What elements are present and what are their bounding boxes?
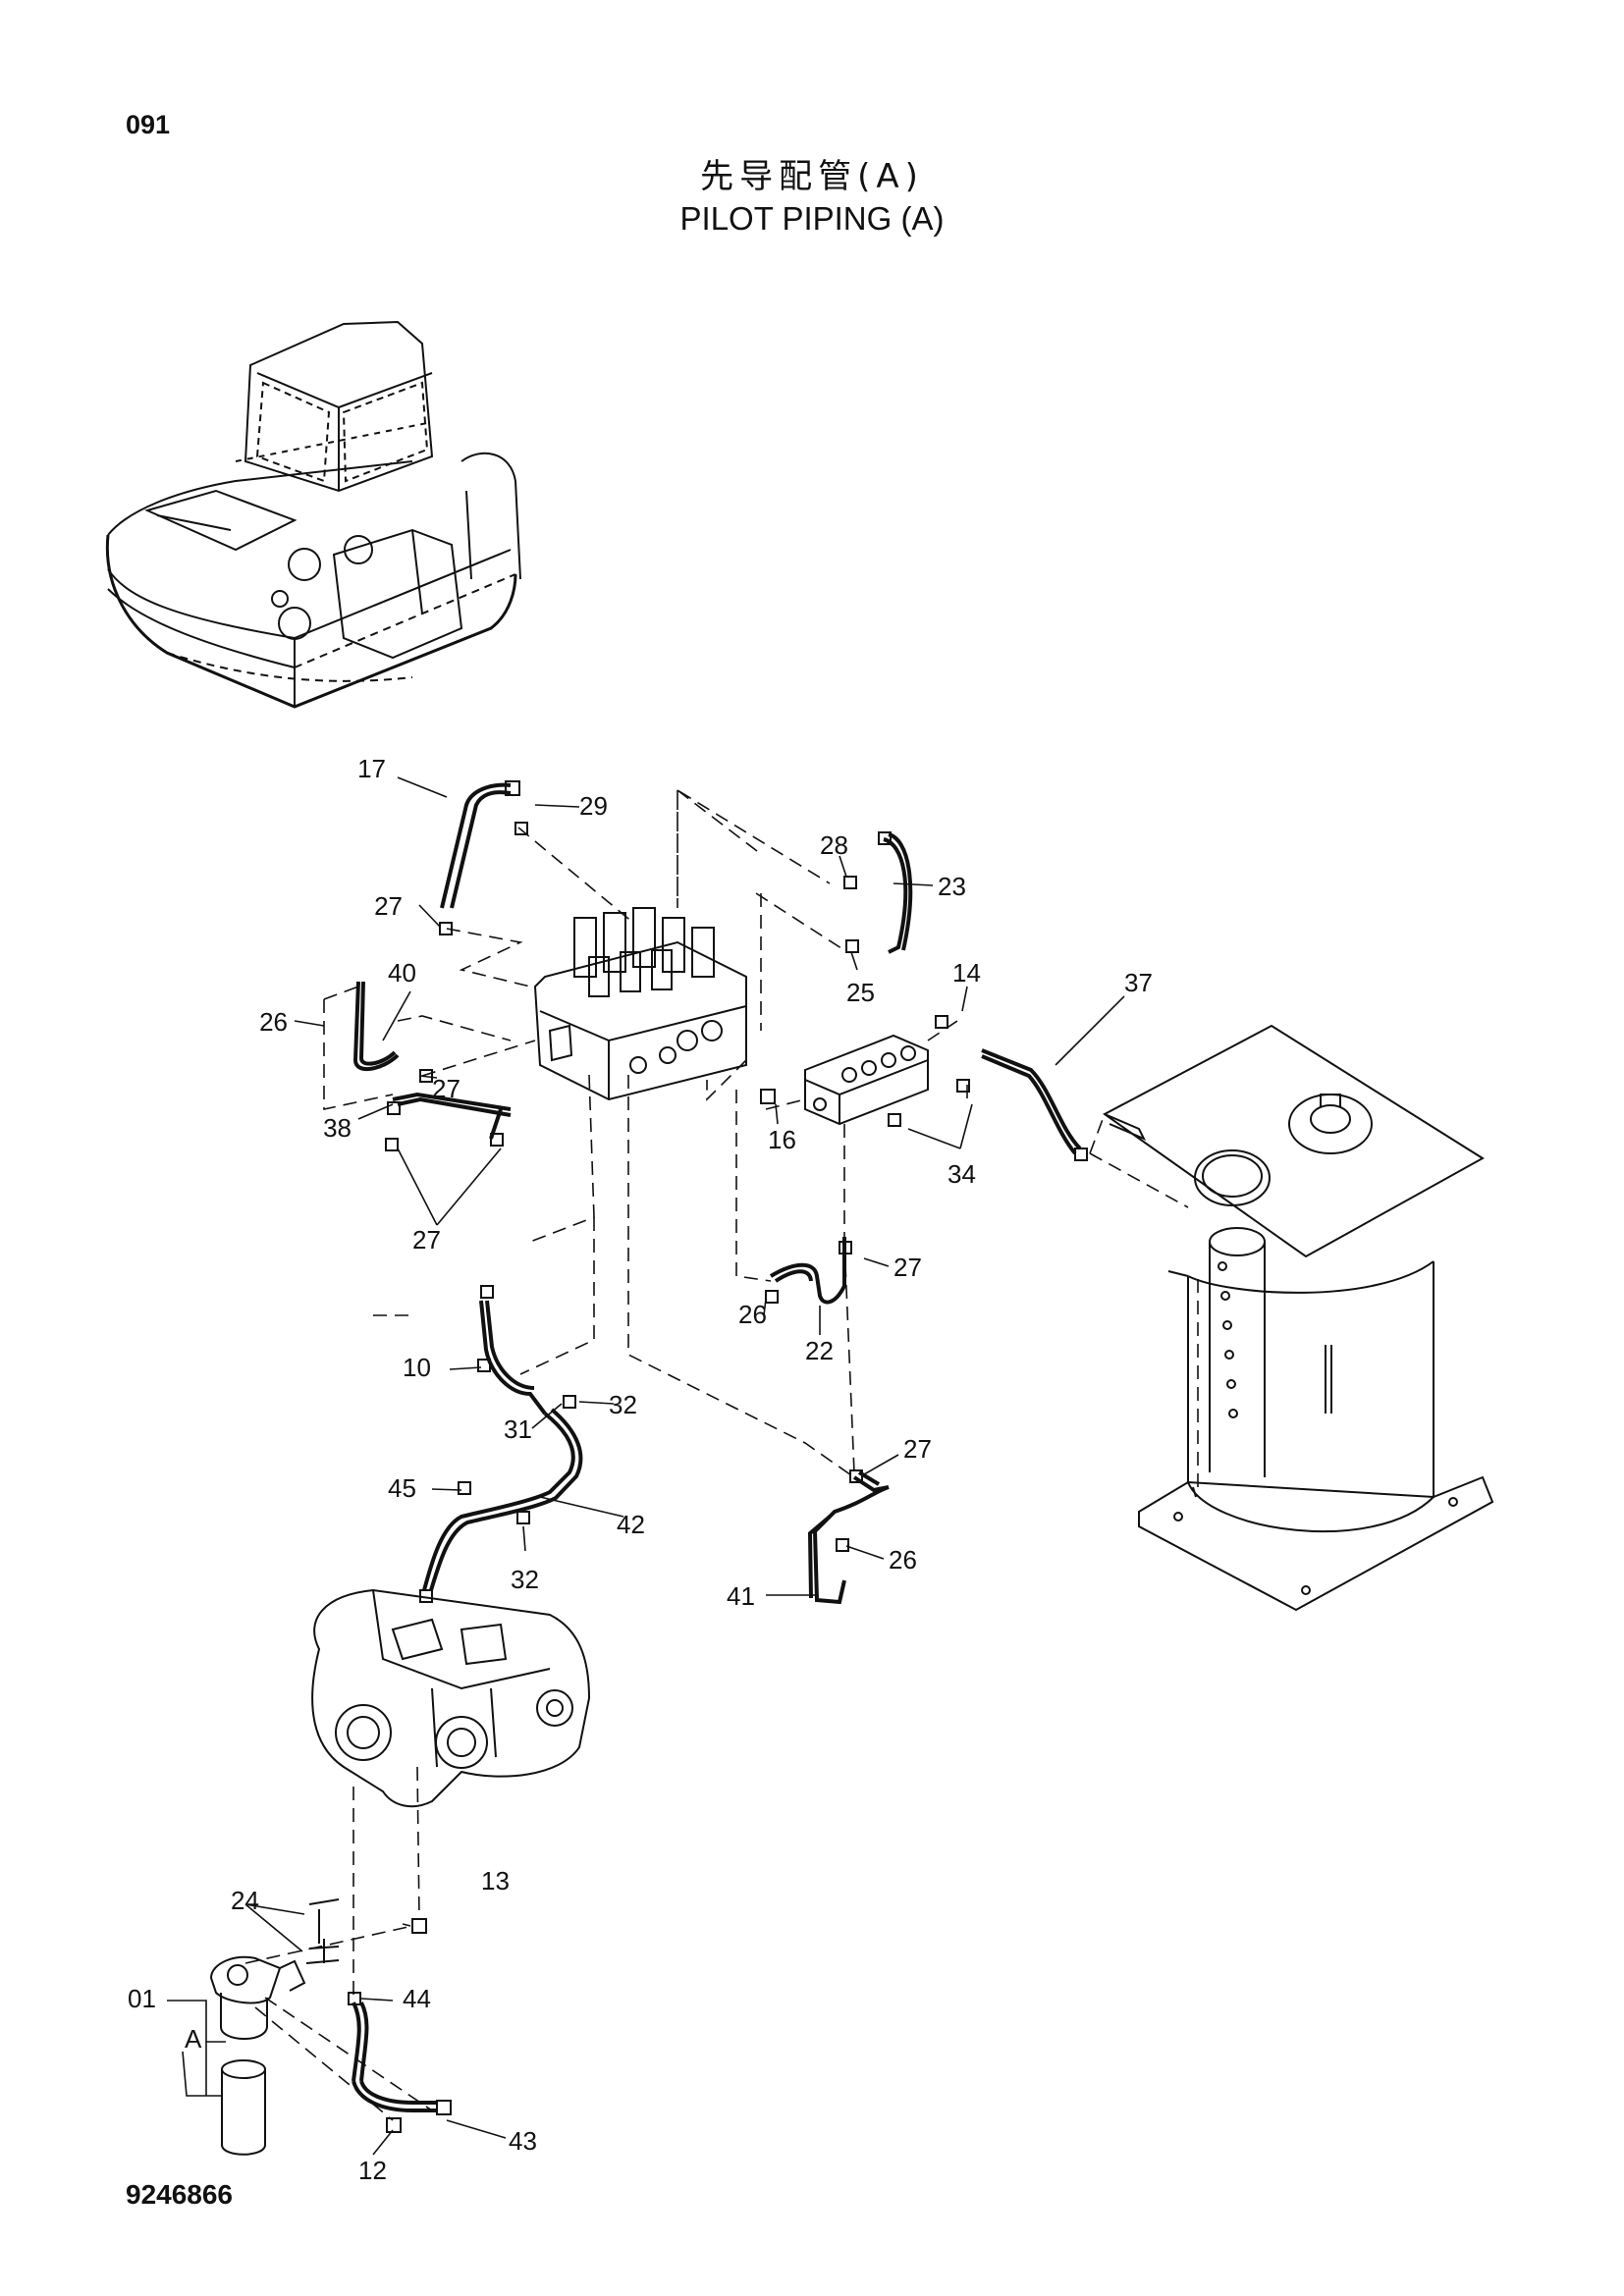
callout-29: 29 (579, 791, 608, 821)
callout-27-e: 27 (903, 1434, 932, 1464)
fittings (305, 780, 1088, 2133)
callout-31: 31 (504, 1415, 532, 1444)
leader-lines (167, 776, 1125, 2156)
hydraulic-tank (1103, 1024, 1494, 1612)
callout-12: 12 (358, 2156, 387, 2185)
callout-40: 40 (388, 958, 416, 988)
pilot-filter (209, 1955, 306, 2156)
callout-26-b: 26 (738, 1300, 767, 1329)
callout-13: 13 (481, 1866, 510, 1896)
callout-43: 43 (509, 2126, 537, 2156)
callout-01: 01 (128, 1984, 156, 2013)
control-valve (533, 907, 747, 1101)
callout-27-b: 27 (432, 1074, 460, 1103)
callout-14: 14 (952, 958, 981, 988)
callout-37: 37 (1124, 968, 1153, 997)
callout-27-d: 27 (893, 1253, 922, 1282)
title-english: PILOT PIPING (A) (679, 200, 945, 237)
callout-44: 44 (403, 1984, 431, 2013)
callout-10: 10 (403, 1353, 431, 1382)
callout-27-c: 27 (412, 1225, 441, 1255)
callout-28: 28 (820, 830, 848, 860)
callout-41: 41 (727, 1581, 755, 1611)
callout-42: 42 (617, 1510, 645, 1539)
callout-45: 45 (388, 1473, 416, 1503)
callout-23: 23 (938, 872, 966, 901)
drawing-number: 9246866 (126, 2179, 234, 2210)
callout-22: 22 (805, 1336, 834, 1365)
callout-25: 25 (846, 978, 875, 1007)
callout-32-b: 32 (511, 1565, 539, 1594)
hydraulic-pump (311, 1588, 591, 1808)
callout-38: 38 (323, 1113, 352, 1143)
callout-26-a: 26 (259, 1007, 288, 1037)
pilot-manifold (804, 1034, 929, 1126)
callout-labels: 17 29 28 23 27 40 26 27 25 14 37 38 16 3… (128, 754, 1153, 2185)
page-number: 091 (126, 110, 171, 139)
callout-A: A (185, 2024, 202, 2054)
assembly-lines (244, 788, 1199, 2121)
callout-24: 24 (231, 1886, 259, 1915)
callout-32-a: 32 (609, 1390, 637, 1419)
title-chinese: 先导配管(A) (700, 157, 924, 196)
callout-16: 16 (768, 1125, 796, 1154)
callout-26-c: 26 (889, 1545, 917, 1575)
machine-overview (105, 320, 521, 709)
callout-17: 17 (357, 754, 386, 783)
callout-27-a: 27 (374, 891, 403, 921)
callout-34: 34 (947, 1159, 976, 1189)
